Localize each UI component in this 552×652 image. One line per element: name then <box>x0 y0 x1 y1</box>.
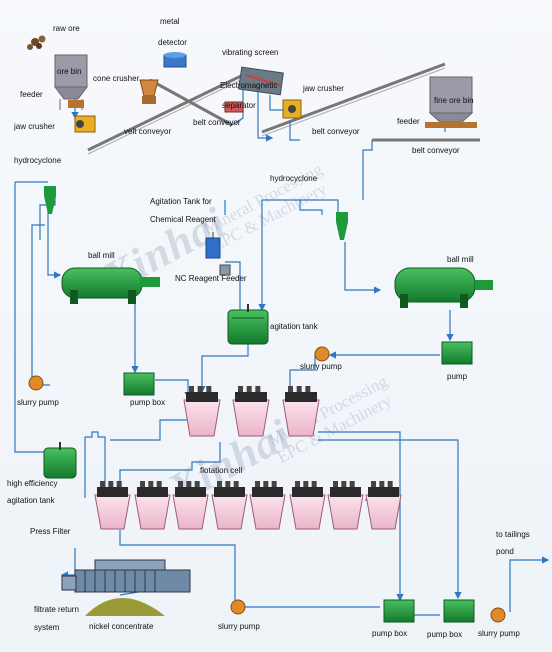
cone-crusher-icon <box>139 79 159 104</box>
high-efficiency-agitation-tank-icon <box>43 442 77 479</box>
label-pump-right: pump <box>447 372 468 381</box>
slurry-pump-br-icon <box>490 607 506 623</box>
pump-box-b2-icon <box>443 599 475 623</box>
flotation-cell-lower-1 <box>94 481 131 530</box>
label-agitation-tank: agitation tank <box>270 322 318 331</box>
flotation-cell-upper-2 <box>232 386 270 437</box>
label-velt-conveyor: velt conveyor <box>124 127 172 136</box>
label-belt-conveyor-far: belt conveyor <box>412 146 460 155</box>
ore-bin-icon <box>54 54 88 110</box>
label-agitation-chem-1: Agitation Tank for <box>150 197 212 206</box>
jaw-crusher-right-icon <box>282 99 302 119</box>
slurry-pump-left-icon <box>28 375 44 391</box>
metal-detector-icon <box>163 52 187 68</box>
nickel-concentrate-pile-icon <box>85 598 165 616</box>
label-pump-box-left: pump box <box>130 398 166 407</box>
label-ball-mill-right: ball mill <box>447 255 474 264</box>
flotation-cells-upper <box>183 386 320 437</box>
label-raw-ore: raw ore <box>53 24 80 33</box>
label-fine-ore-bin: fine ore bin <box>434 96 474 105</box>
label-nickel-concentrate: nickel concentrate <box>89 622 154 631</box>
label-ball-mill-left: ball mill <box>88 251 115 260</box>
label-slurry-pump-mid: slurry pump <box>300 362 342 371</box>
label-pump-box-b1: pump box <box>372 629 408 638</box>
pump-right-icon <box>441 341 473 365</box>
feeder-left-icon <box>68 100 84 108</box>
label-high-efficiency-2: agitation tank <box>7 496 55 505</box>
slurry-pump-bottom-icon <box>230 599 246 615</box>
label-electromagnetic-1: Electromagnetic <box>220 81 278 90</box>
label-jaw-crusher-left: jaw crusher <box>14 122 55 131</box>
label-flotation-cell: flotation cell <box>200 466 243 475</box>
label-electromagnetic-2: separator <box>222 101 256 110</box>
label-slurry-pump-bottom: slurry pump <box>218 622 260 631</box>
flotation-cell-lower-8 <box>365 481 402 530</box>
label-belt-conveyor-mid: belt conveyor <box>193 118 241 127</box>
belt-conveyor-mid <box>149 78 233 127</box>
vibrating-screen-icon <box>238 66 284 96</box>
jaw-crusher-left-icon <box>74 115 96 133</box>
slurry-pump-mid-icon <box>314 346 330 362</box>
label-high-efficiency-1: high efficiency <box>7 479 58 488</box>
label-pump-box-b2: pump box <box>427 630 463 639</box>
pump-box-b1-icon <box>383 599 415 623</box>
label-to-tailings-1: to tailings <box>496 530 530 539</box>
electromagnetic-separator-icon <box>224 101 244 113</box>
label-nc-reagent-feeder: NC Reagent Feeder <box>175 274 247 283</box>
label-to-tailings-2: pond <box>496 547 514 556</box>
label-cone-crusher: cone crusher <box>93 74 140 83</box>
label-slurry-pump-br: slurry pump <box>478 629 520 638</box>
label-metal-1: metal <box>160 17 180 26</box>
label-agitation-chem-2: Chemical Reagent <box>150 215 216 224</box>
press-filter-icon <box>61 559 191 593</box>
belt-conveyor-right <box>261 62 446 137</box>
label-vibrating-screen: vibrating screen <box>222 48 279 57</box>
label-feeder-left: feeder <box>20 90 43 99</box>
flotation-cell-lower-6 <box>289 481 326 530</box>
flotation-cell-lower-5 <box>249 481 286 530</box>
flotation-cell-lower-4 <box>211 481 248 530</box>
flotation-cell-lower-2 <box>134 481 171 530</box>
label-metal-2: detector <box>158 38 187 47</box>
belt-conveyor-velt <box>87 73 244 155</box>
label-hydrocyclone-mid: hydrocyclone <box>270 174 318 183</box>
hydrocyclone-mid-icon <box>336 212 348 240</box>
label-ore-bin: ore bin <box>57 67 82 76</box>
label-belt-conveyor-right: belt conveyor <box>312 127 360 136</box>
flotation-cell-lower-7 <box>327 481 364 530</box>
label-feeder-right: feeder <box>397 117 420 126</box>
ball-mill-left-icon <box>61 267 160 304</box>
agitation-tank-chemical-icon <box>205 232 221 259</box>
flotation-cells-lower <box>94 481 402 530</box>
flotation-cell-upper-1 <box>183 386 221 437</box>
ball-mill-right-icon <box>394 267 493 308</box>
raw-ore-icon <box>27 35 46 50</box>
label-press-filter: Press Filter <box>30 527 71 536</box>
pump-box-left-icon <box>123 372 155 396</box>
fine-ore-bin-icon <box>425 76 477 128</box>
hydrocyclone-left-icon <box>44 186 56 214</box>
label-hydrocyclone-left: hydrocyclone <box>14 156 62 165</box>
label-filtrate-2: system <box>34 623 60 632</box>
label-filtrate-1: filtrate return <box>34 605 79 614</box>
nc-reagent-feeder-icon <box>219 264 231 276</box>
label-slurry-pump-left: slurry pump <box>17 398 59 407</box>
label-jaw-crusher-right: jaw crusher <box>303 84 344 93</box>
flotation-cell-upper-3 <box>282 386 320 437</box>
agitation-tank-icon <box>227 304 269 345</box>
flotation-cell-lower-3 <box>172 481 209 530</box>
